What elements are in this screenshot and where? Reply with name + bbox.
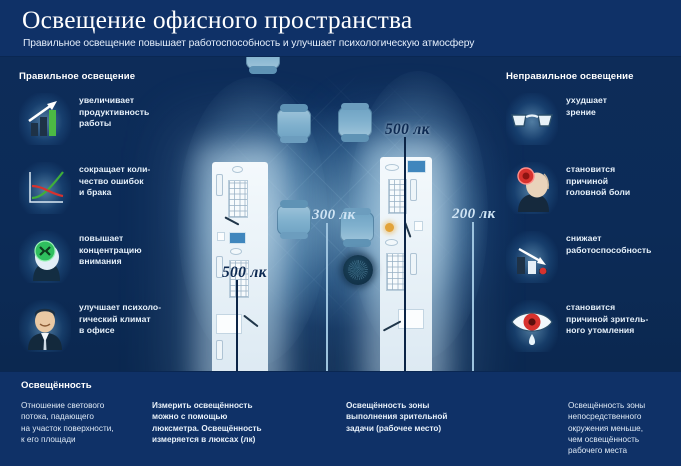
monitor-left-1 bbox=[216, 174, 223, 196]
bar-chart-up-icon bbox=[19, 93, 71, 145]
headache-person-icon bbox=[506, 162, 558, 214]
bottom-text-measurement: Измерить освещённость можно с помощью лю… bbox=[152, 401, 262, 444]
desk-right bbox=[380, 157, 432, 371]
keyboard-left-1 bbox=[228, 180, 248, 218]
leader-line-surrounding-zone bbox=[472, 222, 474, 371]
chair-left-2 bbox=[277, 200, 311, 239]
mouse-left-1 bbox=[232, 166, 243, 173]
line-chart-down-icon bbox=[19, 162, 71, 214]
bottom-col-definition: Отношение светового потока, падающего на… bbox=[21, 400, 146, 445]
desk-left bbox=[212, 162, 268, 371]
bar-chart-down-icon bbox=[506, 231, 558, 283]
chair-top bbox=[246, 57, 280, 69]
monitor-right-1 bbox=[410, 179, 417, 201]
harm-label-vision: ухудшает зрение bbox=[566, 95, 608, 117]
keyboard-right-1 bbox=[388, 179, 407, 214]
bottom-text-definition: Отношение светового потока, падающего на… bbox=[21, 401, 114, 444]
tired-eye-icon bbox=[506, 300, 558, 352]
leader-line-task-zone bbox=[326, 223, 328, 371]
harm-item-performance[interactable]: снижает работоспособность bbox=[506, 231, 681, 293]
bottom-panel-title: Освещённость bbox=[21, 380, 92, 391]
harm-label-performance: снижает работоспособность bbox=[566, 233, 652, 255]
lux-label-left-desk: 500 лк bbox=[222, 264, 267, 281]
bottom-col-task-zone: Освещённость зоны выполнения зрительной … bbox=[346, 400, 506, 434]
benefit-label-productivity: увеличивает продуктивность работы bbox=[79, 95, 150, 129]
mouse-left-2 bbox=[230, 248, 242, 255]
bottom-text-task-zone: Освещённость зоны выполнения зрительной … bbox=[346, 401, 448, 433]
benefit-item-climate[interactable]: улучшает психоло- гический климат в офис… bbox=[19, 300, 194, 362]
monitor-left-2 bbox=[216, 256, 223, 278]
right-column-heading: Неправильное освещение bbox=[506, 71, 634, 82]
left-column-heading: Правильное освещение bbox=[19, 71, 136, 82]
benefit-label-concentration: повышает концентрацию внимания bbox=[79, 233, 142, 267]
leader-line-right-desk bbox=[404, 137, 406, 371]
harm-item-vision[interactable]: ухудшает зрение bbox=[506, 93, 681, 155]
glasses-icon bbox=[506, 93, 558, 145]
lux-label-surrounding-zone: 200 лк bbox=[452, 206, 496, 222]
monitor-right-2 bbox=[410, 253, 417, 275]
papers-right-1 bbox=[414, 221, 423, 231]
papers-left-1 bbox=[217, 232, 225, 241]
harm-item-headache[interactable]: становится причиной головной боли bbox=[506, 162, 681, 224]
chair-right-1 bbox=[338, 107, 372, 137]
bottom-col-surrounding-zone: Освещённость зоны непосредственного окру… bbox=[568, 400, 678, 456]
page-title: Освещение офисного пространства bbox=[22, 5, 413, 34]
chair-left-1 bbox=[277, 104, 311, 143]
benefit-item-productivity[interactable]: увеличивает продуктивность работы bbox=[19, 93, 194, 155]
lux-label-right-desk: 500 лк bbox=[385, 121, 430, 138]
papers-left-2 bbox=[216, 314, 242, 334]
plant-icon bbox=[343, 255, 373, 285]
benefit-label-climate: улучшает психоло- гический климат в офис… bbox=[79, 302, 162, 336]
tablet-left bbox=[229, 232, 246, 244]
harm-item-eye-fatigue[interactable]: становится причиной зритель- ного утомле… bbox=[506, 300, 681, 362]
monitor-screen-right bbox=[407, 160, 426, 173]
mouse-right-1 bbox=[385, 164, 399, 171]
benefit-item-errors[interactable]: сокращает коли- чество ошибок и брака bbox=[19, 162, 194, 224]
keyboard-right-2 bbox=[386, 253, 406, 291]
benefit-label-errors: сокращает коли- чество ошибок и брака bbox=[79, 164, 151, 198]
page-subtitle: Правильное освещение повышает работоспос… bbox=[23, 38, 475, 49]
monitor-left-3 bbox=[216, 340, 223, 360]
header-bar: Освещение офисного пространства Правильн… bbox=[0, 0, 681, 57]
leader-line-left-desk bbox=[236, 280, 238, 371]
harm-label-eye-fatigue: становится причиной зритель- ного утомле… bbox=[566, 302, 649, 336]
pen-right-1 bbox=[404, 222, 412, 238]
bottom-panel: Освещённость Отношение светового потока,… bbox=[0, 371, 681, 466]
pen-left-2 bbox=[243, 314, 259, 327]
keyboard-left-2 bbox=[229, 260, 249, 298]
head-focus-icon bbox=[19, 231, 71, 283]
smiling-man-icon bbox=[19, 300, 71, 352]
harm-label-headache: становится причиной головной боли bbox=[566, 164, 631, 198]
papers-right-2 bbox=[398, 309, 424, 329]
lux-label-task-zone: 300 лк bbox=[312, 207, 356, 223]
mouse-right-2 bbox=[385, 239, 398, 246]
lamp-indicator bbox=[385, 223, 394, 232]
bottom-text-surrounding-zone: Освещённость зоны непосредственного окру… bbox=[568, 401, 646, 456]
bottom-col-measurement: Измерить освещённость можно с помощью лю… bbox=[152, 400, 302, 445]
benefit-item-concentration[interactable]: повышает концентрацию внимания bbox=[19, 231, 194, 293]
